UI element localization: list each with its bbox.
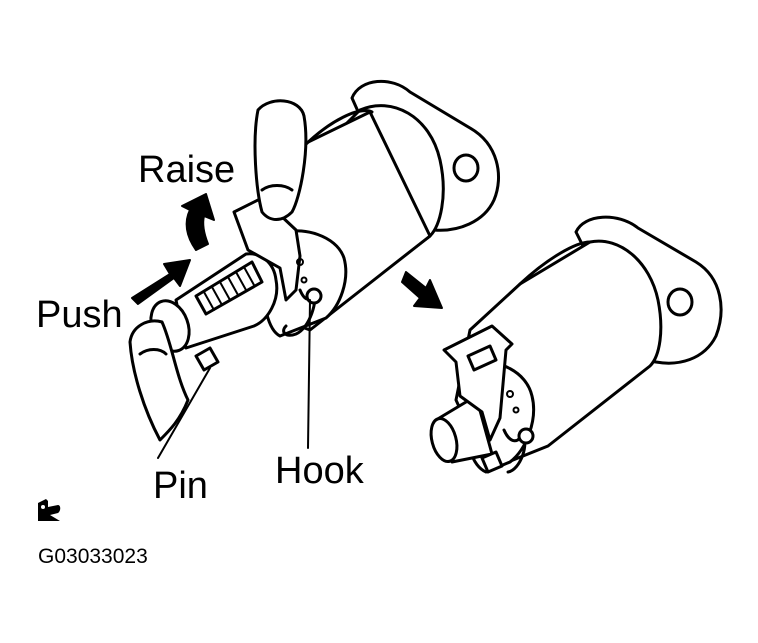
hook-label: Hook <box>275 450 364 492</box>
right-cylinder-assembly <box>429 215 723 474</box>
pin-leader-line <box>157 367 211 459</box>
right-flange-hole <box>666 287 694 317</box>
push-label: Push <box>36 294 123 336</box>
raise-arrow-icon <box>181 193 215 251</box>
right-hook-rivet <box>517 427 535 445</box>
right-plunger-end <box>429 417 459 463</box>
figure-code: G03033023 <box>38 545 148 568</box>
left-pin <box>194 346 220 372</box>
left-cylinder-assembly <box>128 79 501 442</box>
raise-label: Raise <box>138 149 236 191</box>
book-reference-icon <box>38 499 61 521</box>
left-flange-hole <box>452 153 480 183</box>
pin-label: Pin <box>153 465 208 507</box>
push-arrow-icon <box>131 259 191 305</box>
remove-arrow-icon <box>401 271 443 309</box>
left-knurl <box>194 260 264 316</box>
hook-leader-line <box>307 299 311 449</box>
right-pin <box>480 450 504 474</box>
